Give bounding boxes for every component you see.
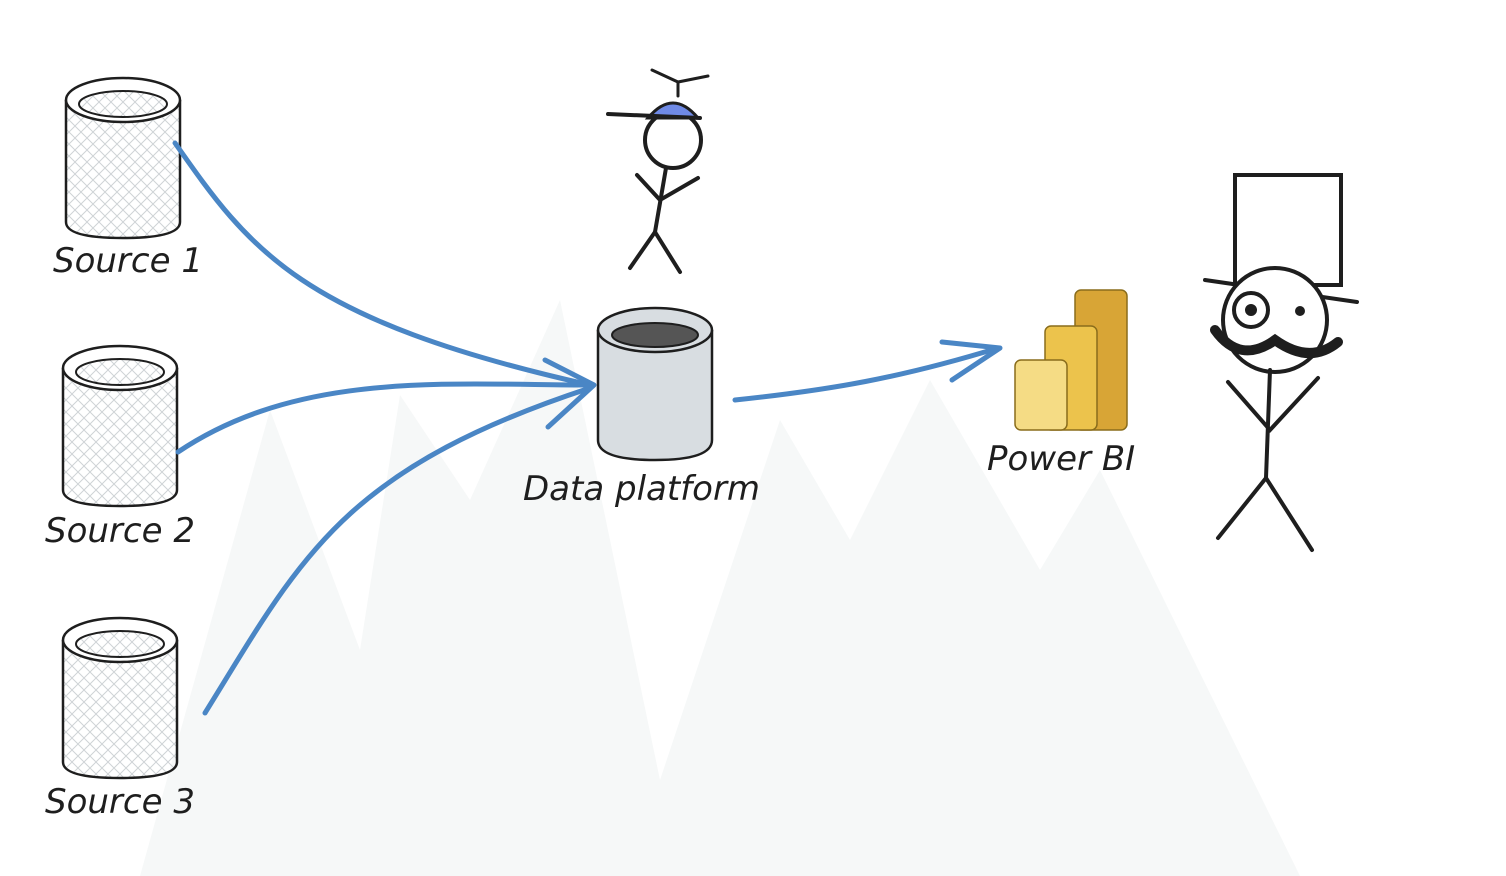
arrow-source-3-to-platform xyxy=(202,385,593,716)
source-1-cylinder xyxy=(64,76,182,240)
power-bi-label: Power BI xyxy=(987,439,1135,479)
arrowhead-powerbi xyxy=(939,339,1003,383)
source-1-label: Source 1 xyxy=(53,241,203,281)
arrow-source-2-to-platform xyxy=(175,381,595,455)
stick-figure-top-hat-monocle xyxy=(1203,173,1359,552)
power-bi-logo xyxy=(1014,289,1128,431)
arrow-source-1-to-platform xyxy=(172,140,593,388)
data-platform-cylinder xyxy=(596,306,714,462)
source-3-cylinder xyxy=(61,616,179,780)
source-3-label: Source 3 xyxy=(45,782,195,822)
connection-arrows xyxy=(172,140,1003,716)
stick-figure-propeller-hat xyxy=(606,68,710,274)
mountain-background xyxy=(140,300,1300,876)
source-2-cylinder xyxy=(61,344,179,508)
arrow-platform-to-powerbi xyxy=(732,345,1001,403)
data-platform-label: Data platform xyxy=(523,469,760,509)
source-2-label: Source 2 xyxy=(45,511,195,551)
arrowhead-platform xyxy=(542,357,597,430)
